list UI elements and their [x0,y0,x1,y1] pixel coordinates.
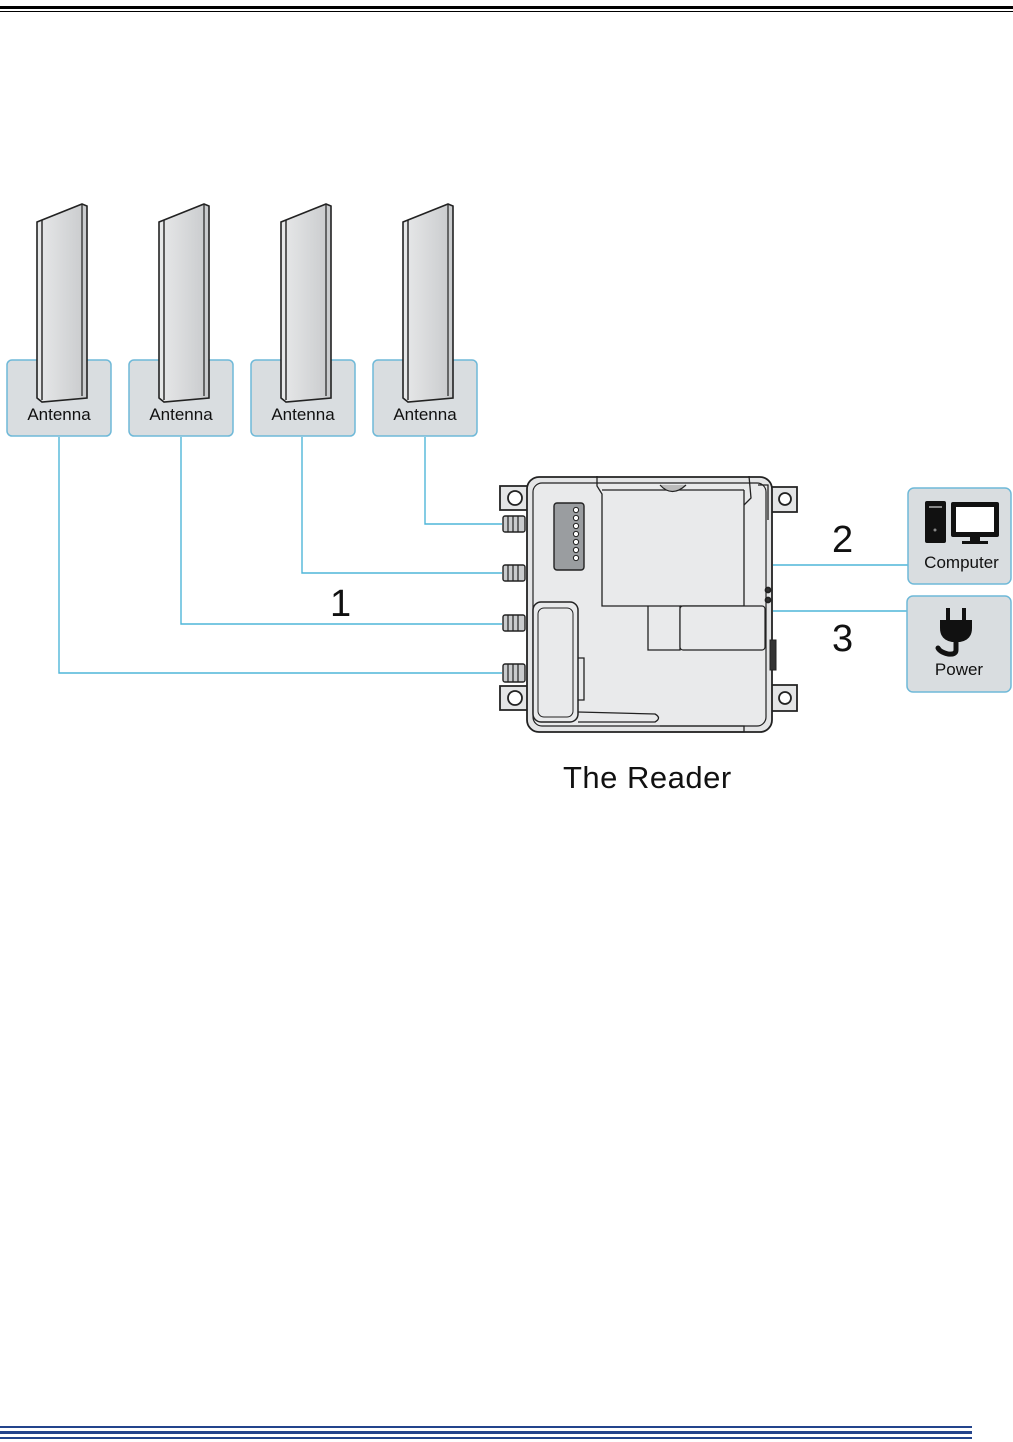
antenna-panel-icon-1 [37,204,87,402]
antenna-label-1: Antenna [7,405,111,425]
antenna-panel-icon-4 [403,204,453,402]
footer-rules [0,1426,972,1442]
cable-antenna-4 [425,437,502,524]
cable-antenna-3 [302,437,502,573]
cable-antenna-1 [59,437,502,673]
footer-rule-middle [0,1431,972,1434]
connection-label-1: 1 [330,583,351,626]
reader-caption: The Reader [563,760,732,796]
footer-rule-bottom [0,1437,972,1439]
antenna-label-3: Antenna [251,405,355,425]
connection-label-3: 3 [832,618,853,661]
antenna-panel-icon-2 [159,204,209,402]
connection-label-2: 2 [832,519,853,562]
antenna-panel-icon-3 [281,204,331,402]
antenna-cables [59,437,908,673]
power-label: Power [907,660,1011,680]
computer-label: Computer [910,553,1013,573]
antenna-label-4: Antenna [373,405,477,425]
antenna-label-2: Antenna [129,405,233,425]
footer-rule-top [0,1426,972,1428]
reader-device [500,476,797,732]
